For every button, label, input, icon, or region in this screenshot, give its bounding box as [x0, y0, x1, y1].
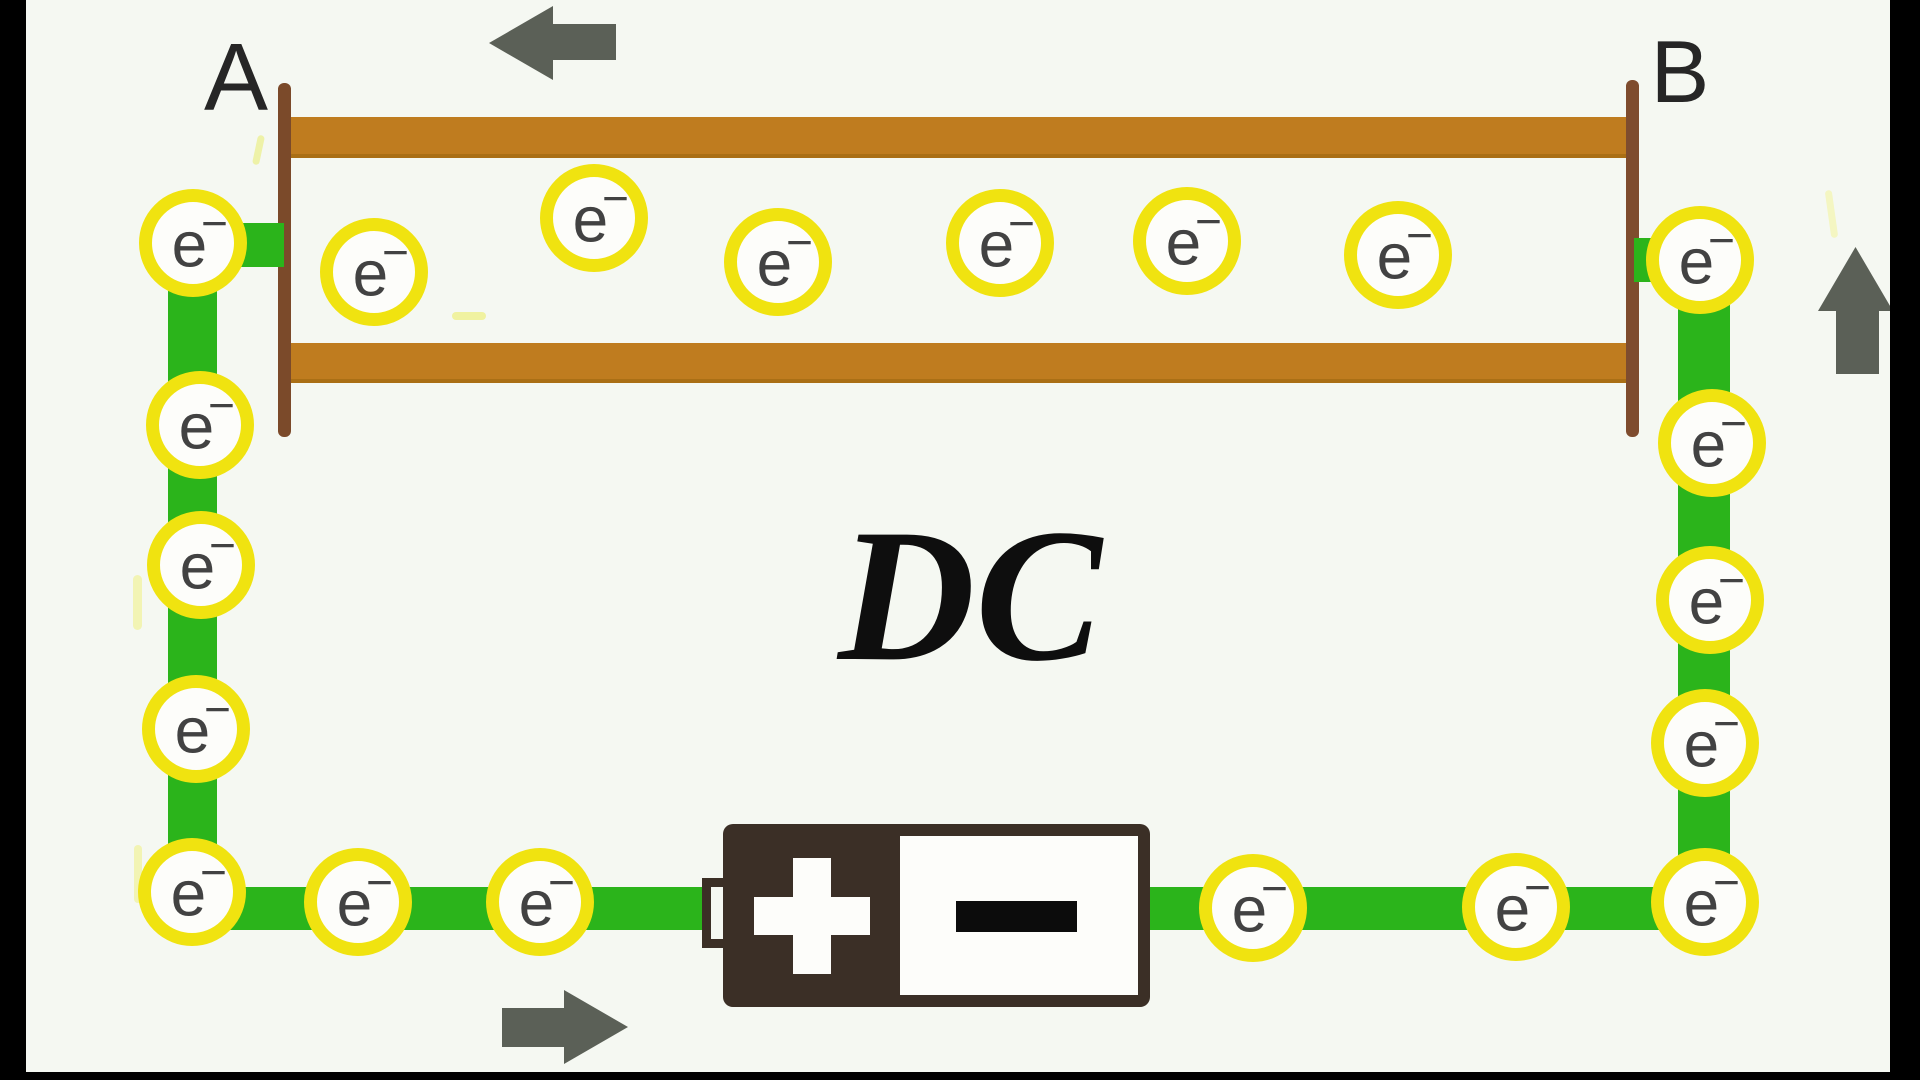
yellow-streak-artifact — [452, 312, 486, 320]
electron-superscript: − — [209, 519, 236, 571]
electron-superscript: − — [1261, 862, 1288, 914]
electron-symbol: e — [572, 183, 609, 256]
electron-superscript: − — [204, 683, 231, 735]
electron-symbol: e — [518, 867, 555, 940]
electron-symbol: e — [178, 390, 215, 463]
plate-label-a: A — [203, 24, 269, 131]
electron-symbol: e — [1683, 867, 1720, 940]
electron-superscript: − — [602, 172, 629, 224]
electron-symbol: e — [1231, 873, 1268, 946]
electron: e− — [486, 848, 594, 956]
electron-superscript: − — [1720, 397, 1747, 449]
electron-symbol: e — [1678, 225, 1715, 298]
electron-symbol: e — [1376, 220, 1413, 293]
electron-symbol: e — [1688, 565, 1725, 638]
electron: e− — [147, 511, 255, 619]
electron: e− — [146, 371, 254, 479]
electron: e− — [304, 848, 412, 956]
electron-symbol: e — [174, 694, 211, 767]
electron-symbol: e — [171, 208, 208, 281]
electron-symbol: e — [756, 227, 793, 300]
plate-label-b: B — [1650, 22, 1710, 121]
electron-superscript: − — [1708, 214, 1735, 266]
plus-sign-icon — [793, 858, 831, 974]
electron: e− — [1199, 854, 1307, 962]
electron-symbol: e — [352, 237, 389, 310]
electron-symbol: e — [1165, 206, 1202, 279]
electron-superscript: − — [1008, 197, 1035, 249]
electron-symbol: e — [336, 867, 373, 940]
electron: e− — [540, 164, 648, 272]
plate-line-b — [1626, 80, 1639, 437]
electron: e− — [1646, 206, 1754, 314]
electron: e− — [139, 189, 247, 297]
electron-superscript: − — [786, 216, 813, 268]
plate-line-a — [278, 83, 291, 437]
electron-symbol: e — [179, 530, 216, 603]
electron-superscript: − — [1524, 861, 1551, 913]
electron-superscript: − — [366, 856, 393, 908]
electron-symbol: e — [1494, 872, 1531, 945]
electron-superscript: − — [208, 379, 235, 431]
wire-bottom-left — [168, 887, 731, 930]
conductor-bottom-bar — [284, 343, 1638, 383]
conductor-top-bar — [284, 117, 1638, 158]
electron: e− — [1651, 689, 1759, 797]
electron-superscript: − — [1713, 697, 1740, 749]
electron-superscript: − — [1406, 209, 1433, 261]
video-frame-right-bar — [1890, 0, 1920, 1080]
electron-symbol: e — [1683, 708, 1720, 781]
arrow-up-icon — [1836, 309, 1879, 374]
electron: e− — [1462, 853, 1570, 961]
electron: e− — [724, 208, 832, 316]
video-frame-left-bar — [0, 0, 26, 1080]
electron-superscript: − — [200, 846, 227, 898]
electron: e− — [946, 189, 1054, 297]
arrow-right-icon — [502, 1008, 566, 1047]
electron: e− — [1658, 389, 1766, 497]
electron: e− — [142, 675, 250, 783]
arrow-left-icon — [550, 24, 616, 60]
electron: e− — [1656, 546, 1764, 654]
electron: e− — [138, 838, 246, 946]
electron-symbol: e — [978, 208, 1015, 281]
electron: e− — [1344, 201, 1452, 309]
yellow-streak-artifact — [134, 845, 142, 903]
electron-superscript: − — [382, 226, 409, 278]
yellow-streak-artifact — [133, 575, 142, 630]
electron-superscript: − — [201, 197, 228, 249]
electron: e− — [320, 218, 428, 326]
electron-superscript: − — [1713, 856, 1740, 908]
electron: e− — [1651, 848, 1759, 956]
electron-superscript: − — [1718, 554, 1745, 606]
video-frame-bottom-bar — [0, 1072, 1920, 1080]
electron-symbol: e — [170, 857, 207, 930]
electron: e− — [1133, 187, 1241, 295]
electron-symbol: e — [1690, 408, 1727, 481]
electron-superscript: − — [548, 856, 575, 908]
minus-sign-icon — [956, 901, 1077, 932]
current-type-label: DC — [838, 491, 1102, 701]
electron-superscript: − — [1195, 195, 1222, 247]
